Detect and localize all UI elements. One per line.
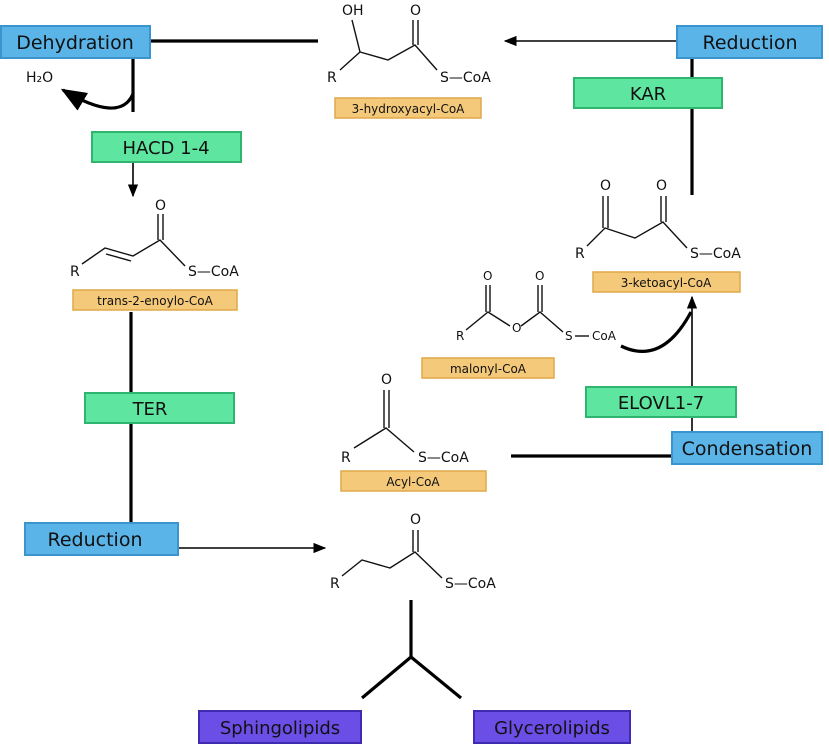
lipid-glycero-label: Glycerolipids — [494, 718, 610, 739]
metabolite-hydroxyacyl-label: 3-hydroxyacyl-CoA — [352, 102, 466, 116]
fork-right — [409, 655, 463, 700]
lipid-glycero-box: Glycerolipids — [473, 710, 631, 744]
step-condensation-label: Condensation — [682, 438, 813, 460]
metabolite-acyl-label: Acyl-CoA — [386, 475, 440, 489]
r-group-label: R — [327, 70, 337, 86]
r-group-label: R — [330, 576, 340, 592]
enzyme-elovl-label: ELOVL1-7 — [618, 393, 704, 414]
enzyme-elovl-box: ELOVL1-7 — [585, 386, 737, 418]
carbonyl-oxygen-label: O — [656, 178, 667, 194]
carbonyl-oxygen-label: O — [410, 3, 421, 19]
metabolite-malonyl-box: malonyl-CoA — [421, 357, 555, 379]
step-dehydration-label: Dehydration — [16, 32, 134, 54]
carbonyl-oxygen-1-label: O — [483, 269, 492, 283]
carbonyl-oxygen-label: O — [155, 198, 166, 214]
arrow-malonyl-to-ketoacyl — [620, 311, 693, 353]
fork-left — [360, 655, 413, 700]
metabolite-malonyl-label: malonyl-CoA — [450, 362, 527, 376]
thioester-coa-label: S—CoA — [418, 450, 469, 466]
thioester-coa-label: S—CoA — [188, 264, 239, 280]
step-dehydration-box: Dehydration — [0, 25, 151, 59]
lipid-sphingo-box: Sphingolipids — [198, 710, 362, 744]
carbonyl-oxygen-2-label: O — [535, 269, 544, 283]
sulfur-label: S — [565, 329, 573, 343]
metabolite-hydroxyacyl-box: 3-hydroxyacyl-CoA — [334, 97, 482, 119]
r-group-label: R — [70, 264, 80, 280]
keto-oxygen-label: O — [600, 178, 611, 194]
r-group-label: R — [456, 329, 464, 343]
ester-oxygen-label: O — [512, 321, 521, 335]
enzyme-ter-label: TER — [132, 399, 168, 420]
enzyme-kar-label: KAR — [630, 84, 666, 105]
structure-hydroxyacyl: OH O R S—CoA — [327, 3, 491, 86]
enzyme-hacd-box: HACD 1-4 — [91, 131, 242, 163]
structure-acyl: O R S—CoA — [341, 372, 469, 466]
metabolite-enoyl-box: trans-2-enoylo-CoA — [72, 289, 238, 311]
metabolite-ketoacyl-box: 3-ketoacyl-CoA — [592, 271, 741, 293]
arrow-to-water — [60, 88, 135, 111]
step-condensation-box: Condensation — [671, 431, 823, 465]
coa-label: CoA — [592, 329, 617, 343]
thioester-coa-label: S—CoA — [445, 576, 496, 592]
step-reduction-top-label: Reduction — [703, 32, 798, 54]
carbonyl-oxygen-label: O — [381, 372, 392, 388]
metabolite-enoyl-label: trans-2-enoylo-CoA — [97, 294, 214, 308]
thioester-coa-label: S—CoA — [440, 70, 491, 86]
structure-product-acyl: O R S—CoA — [330, 512, 496, 592]
hydroxyl-group-label: OH — [342, 3, 364, 19]
step-reduction-top-box: Reduction — [676, 25, 823, 59]
lipid-sphingo-label: Sphingolipids — [220, 718, 340, 739]
structure-enoyl: O R S—CoA — [70, 198, 239, 280]
structure-malonyl: O O R O S CoA — [456, 269, 617, 343]
thioester-coa-label: S—CoA — [690, 246, 741, 262]
enzyme-hacd-label: HACD 1-4 — [122, 138, 209, 159]
step-reduction-bottom-label: Reduction — [48, 529, 143, 551]
metabolite-ketoacyl-label: 3-ketoacyl-CoA — [621, 276, 712, 290]
enzyme-kar-box: KAR — [573, 77, 723, 109]
water-label: H₂O — [26, 70, 53, 86]
structure-ketoacyl: O O R S—CoA — [575, 178, 741, 262]
r-group-label: R — [341, 450, 351, 466]
step-reduction-bottom-box: Reduction — [24, 522, 179, 556]
r-group-label: R — [575, 246, 585, 262]
metabolite-acyl-box: Acyl-CoA — [340, 470, 487, 492]
enzyme-ter-box: TER — [84, 392, 235, 424]
carbonyl-oxygen-label: O — [410, 512, 421, 528]
